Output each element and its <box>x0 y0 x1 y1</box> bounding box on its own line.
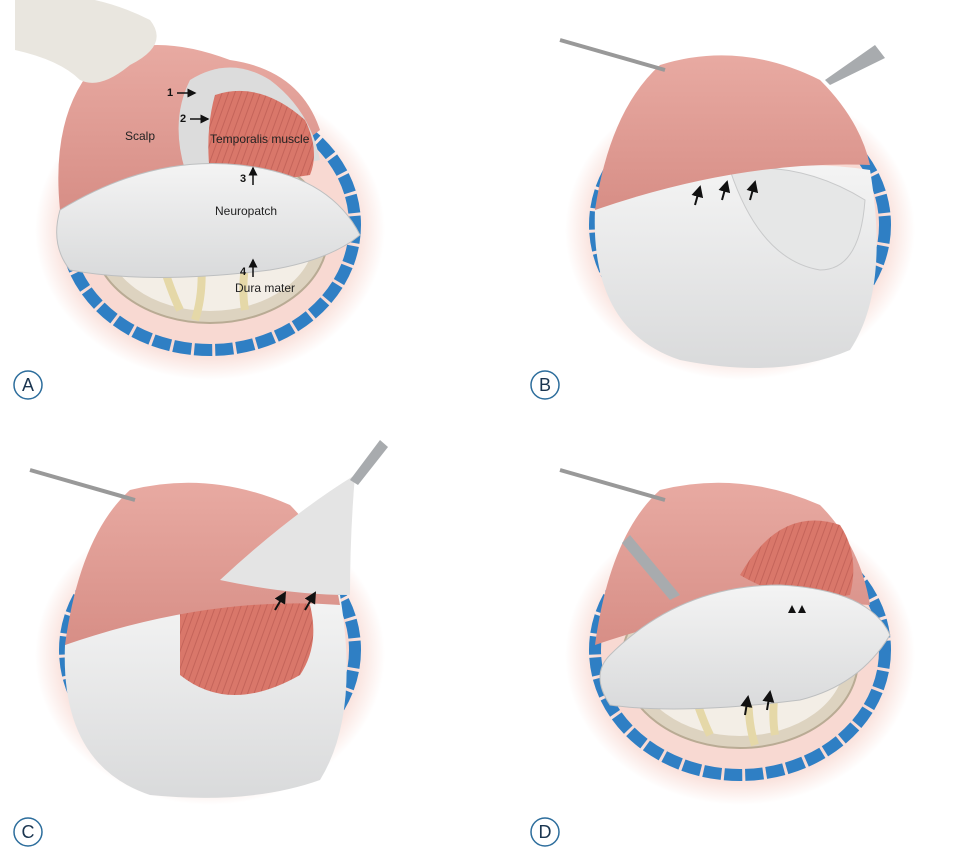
label-neuropatch: Neuropatch <box>215 204 277 218</box>
temporalis-muscle <box>208 90 314 180</box>
retractor-hook <box>559 468 666 502</box>
retractor-hook <box>29 468 136 502</box>
temporalis-muscle <box>180 587 314 695</box>
forceps <box>622 535 680 600</box>
marker-4: 4 <box>240 266 247 278</box>
neuropatch <box>56 162 361 278</box>
panel-b <box>559 38 915 380</box>
forceps <box>350 440 388 485</box>
svg-text:D: D <box>539 822 552 842</box>
panel-d <box>559 468 915 805</box>
panel-letter-d: D <box>530 817 560 847</box>
panel-c <box>30 440 388 805</box>
label-temporalis-muscle: Temporalis muscle <box>210 132 310 146</box>
arrows <box>274 591 317 611</box>
arrows <box>740 690 775 716</box>
arrowheads <box>788 605 806 613</box>
scalp-flap <box>595 55 870 210</box>
svg-text:B: B <box>539 375 551 395</box>
label-scalp: Scalp <box>125 129 155 143</box>
panel-letter-c: C <box>13 817 43 847</box>
gloved-hand <box>15 0 157 83</box>
marker-3: 3 <box>240 173 246 185</box>
panel-letter-b: B <box>530 370 560 400</box>
panel-a: Scalp Temporalis muscle Neuropatch Dura … <box>15 0 385 380</box>
temporalis-muscle <box>740 520 854 598</box>
neuropatch <box>599 584 891 710</box>
svg-text:C: C <box>22 822 35 842</box>
arrows <box>691 180 759 206</box>
marker-1: 1 <box>167 87 173 99</box>
galea-flap <box>220 475 355 595</box>
forceps <box>825 45 885 85</box>
marker-2: 2 <box>180 113 186 125</box>
panel-letter-a: A <box>13 370 43 400</box>
label-dura-mater: Dura mater <box>235 281 295 295</box>
scalp-flap <box>65 482 340 645</box>
svg-text:A: A <box>22 375 34 395</box>
retractor-hook <box>559 38 666 72</box>
